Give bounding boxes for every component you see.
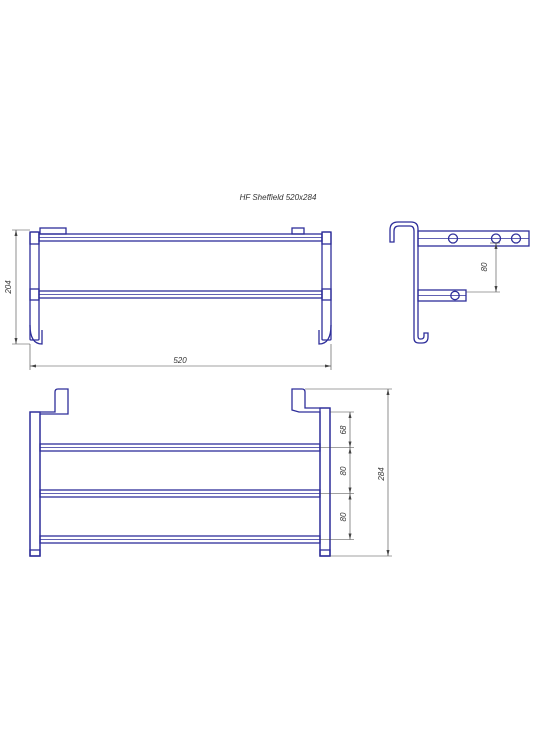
side-bar-3 [510, 233, 522, 244]
front-left-cap [39, 227, 67, 235]
top-right-rail [319, 407, 331, 557]
dimension-front-width: 520 [29, 344, 332, 370]
top-right-hook [291, 388, 331, 557]
drawing-title: HF Sheffield 520x284 [240, 193, 317, 202]
dimension-label-front-width: 520 [173, 356, 187, 365]
dimension-front-height: 204 [4, 229, 30, 345]
front-view [29, 227, 332, 345]
front-right-post [321, 231, 332, 341]
front-right-cap [291, 227, 305, 235]
side-profile [389, 221, 429, 344]
dimension-label-top-80a: 80 [339, 466, 348, 475]
dimension-side-spacing: 80 [466, 242, 500, 293]
dimension-label-top-68: 68 [339, 425, 348, 434]
front-left-post [29, 231, 40, 341]
top-left-hook [29, 388, 69, 557]
top-view [29, 388, 331, 557]
dimension-label-side-spacing: 80 [480, 262, 489, 271]
front-right-foot [318, 324, 332, 345]
dimension-label-overall-depth: 284 [377, 467, 386, 482]
side-view [389, 221, 530, 344]
side-bar-4 [450, 290, 460, 301]
front-left-foot [29, 324, 43, 345]
dimension-label-front-height: 204 [4, 280, 13, 295]
side-bar-1 [447, 233, 459, 244]
top-left-rail [29, 411, 41, 557]
dimension-label-top-80b: 80 [339, 512, 348, 521]
dimension-overall-depth: 284 [305, 388, 392, 557]
dimension-top-spacings: 68 80 80 [320, 411, 354, 540]
